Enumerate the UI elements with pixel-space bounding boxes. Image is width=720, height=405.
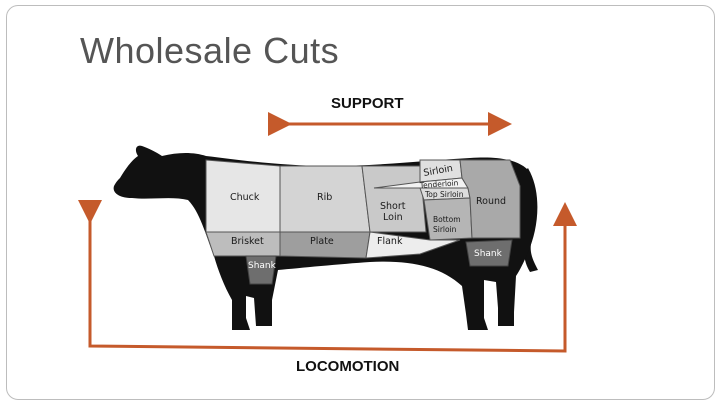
label-bottom-sirloin-2: Sirloin bbox=[433, 225, 457, 234]
label-shank-rear: Shank bbox=[474, 249, 503, 259]
label-short-loin-2: Loin bbox=[383, 212, 403, 223]
label-rib: Rib bbox=[317, 192, 332, 203]
label-plate: Plate bbox=[310, 236, 334, 247]
label-chuck: Chuck bbox=[230, 192, 260, 203]
label-brisket: Brisket bbox=[231, 236, 264, 247]
locomotion-label: LOCOMOTION bbox=[296, 358, 399, 375]
label-top-sirloin: Top Sirloin bbox=[424, 190, 464, 199]
label-short-loin-1: Short bbox=[380, 201, 406, 212]
label-round: Round bbox=[476, 196, 506, 207]
label-flank: Flank bbox=[377, 236, 403, 247]
support-label: SUPPORT bbox=[331, 95, 404, 112]
label-bottom-sirloin-1: Bottom bbox=[433, 215, 461, 224]
label-shank-front: Shank bbox=[248, 261, 277, 271]
